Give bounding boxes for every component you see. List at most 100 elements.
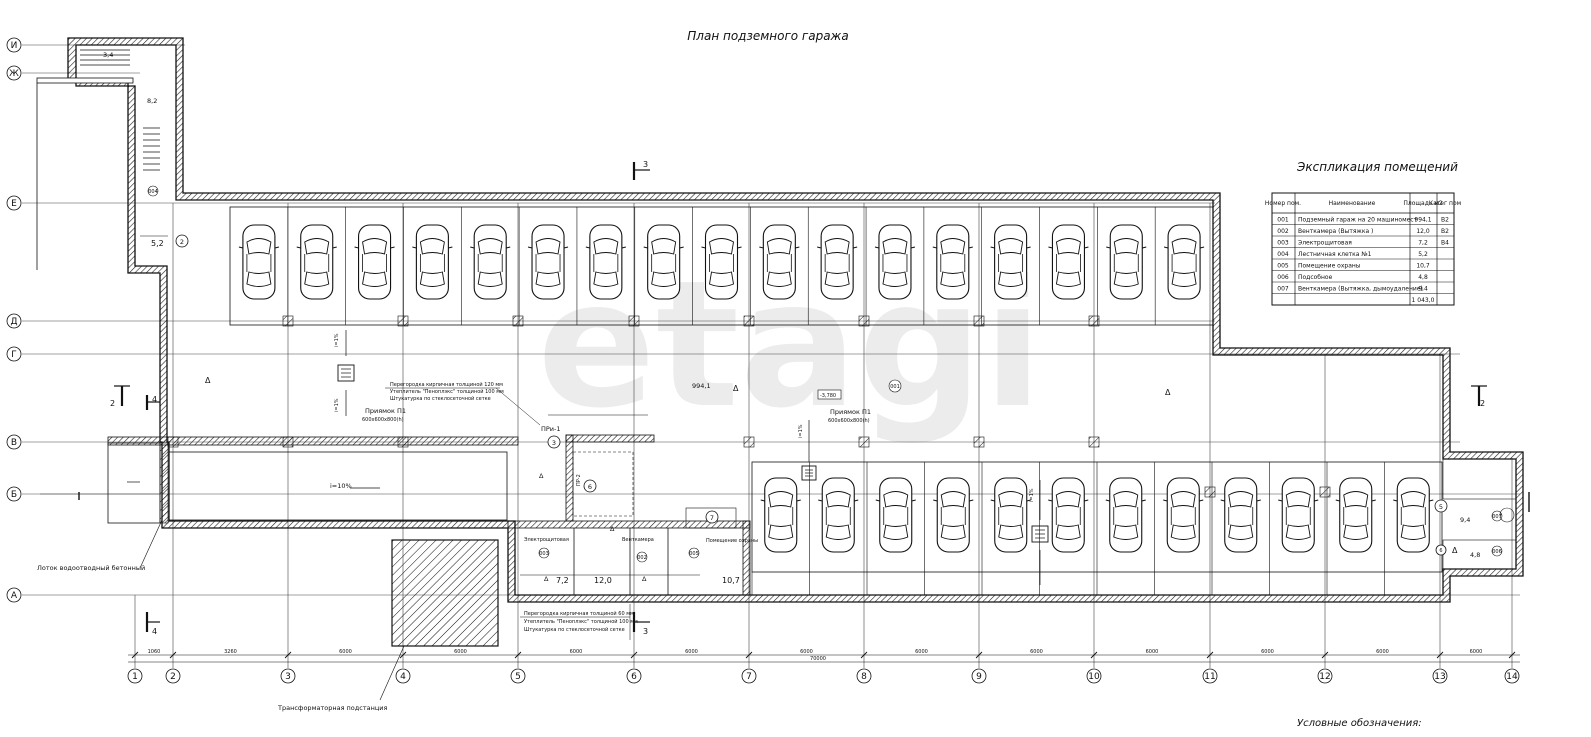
ramp-wall [107, 436, 519, 446]
car [932, 477, 974, 553]
dimension-label: 6000 [1376, 649, 1389, 655]
section-label: 2 [110, 399, 115, 408]
dimension-tick [630, 651, 638, 659]
table-cell-name: Венткамера (Вытяжка, дымоудаление) [1298, 286, 1423, 293]
section-label: 2 [1480, 399, 1485, 408]
area-001: 994,1 [692, 382, 711, 390]
car [1047, 224, 1089, 300]
table-cell-area: 9,4 [1418, 286, 1428, 293]
transformer-substation [391, 539, 499, 647]
dimension-tick [1508, 651, 1516, 659]
row-axis-label: И [11, 41, 18, 51]
room-tag-004: 004 [148, 189, 158, 195]
pit-2-size: 600х600х800(h) [828, 418, 870, 424]
legend-heading: Условные обозначения: [1297, 717, 1422, 729]
dimension-tick [975, 651, 983, 659]
car [990, 477, 1032, 553]
car [238, 224, 280, 300]
car [354, 224, 396, 300]
plan-title: План подземного гаража [687, 29, 848, 43]
table-cell-number: 004 [1277, 251, 1289, 258]
door-mark-7: 7 [710, 514, 714, 522]
dimension-tick [860, 651, 868, 659]
area-stair-width: 3,4 [103, 51, 113, 59]
door-mark-5: 5 [1439, 503, 1443, 511]
dimension-label: 6000 [1470, 649, 1483, 655]
triangle-mark: Δ [642, 575, 647, 583]
room-tag-002: 002 [637, 555, 647, 561]
dimension-total: 70000 [810, 656, 826, 662]
column-axis-label: 8 [861, 672, 867, 682]
car [1105, 477, 1147, 553]
table-cell-number: 002 [1277, 228, 1289, 235]
service-rooms [507, 434, 751, 596]
note-line: Утеплитель "Пеноплэкс" толщиной 100 мм [390, 388, 504, 395]
section-label: 3 [643, 627, 648, 636]
area-004: 5,2 [151, 239, 164, 248]
section-label: 4 [152, 395, 157, 404]
transformer-label: Трансформаторная подстанция [277, 704, 388, 712]
dimension-label: 6000 [800, 649, 813, 655]
column-axis-label: 5 [515, 672, 521, 682]
row-axis-label: Г [11, 350, 17, 360]
column-axis-label: 6 [631, 672, 637, 682]
explication-title: Экспликация помещений [1296, 160, 1458, 174]
slope-label: i=1% [798, 424, 804, 438]
car [1220, 477, 1262, 553]
table-cell-area: 10,7 [1416, 263, 1430, 270]
area-002: 12,0 [594, 576, 612, 585]
section-label: 4 [152, 627, 157, 636]
car [1277, 477, 1319, 553]
slope-label: i=1% [1029, 488, 1035, 502]
row-axes [22, 44, 1520, 596]
note-line: Штукатурка по стеклосеточной сетке [390, 395, 491, 402]
triangle-mark: Δ [205, 376, 211, 385]
dimension-label: 1060 [148, 649, 161, 655]
section-label: 3 [643, 160, 648, 169]
pri2-label: ПР-2 [576, 474, 582, 486]
table-cell-area: 4,8 [1418, 274, 1428, 281]
car [817, 477, 859, 553]
row-axis-label: А [11, 591, 18, 601]
table-cell-name: Подземный гараж на 20 машиномест [1298, 217, 1418, 224]
parking-zone-top [229, 206, 1214, 326]
car [1105, 224, 1147, 300]
dimension-label: 6000 [570, 649, 583, 655]
table-cell-area: 12,0 [1416, 228, 1430, 235]
dimension-label: 3260 [224, 649, 237, 655]
dimension-label: 6000 [1261, 649, 1274, 655]
dimension-label: 6000 [1030, 649, 1043, 655]
table-header-category: Катег пом [1429, 200, 1461, 207]
column-axis-label: 4 [400, 672, 406, 682]
table-header-area: Площадь м2 [1403, 200, 1442, 207]
car [643, 224, 685, 300]
column-axis-label: 14 [1506, 672, 1518, 682]
table-cell-name: Электрощитовая [1298, 240, 1352, 247]
room-tag-007: 007 [1492, 514, 1502, 520]
columns-top [282, 315, 1100, 327]
dimension-label: 6000 [1146, 649, 1159, 655]
ramp-slope: i=10% [330, 482, 352, 490]
car [816, 224, 858, 300]
row-axis-label: Е [11, 199, 17, 209]
dimension-tick [1090, 651, 1098, 659]
car [758, 224, 800, 300]
dimension-tick [131, 651, 139, 659]
room-vent-label: Венткамера [622, 537, 654, 543]
table-cell-area: 994,1 [1414, 217, 1431, 224]
area-006: 4,8 [1470, 551, 1480, 559]
car [1392, 477, 1434, 553]
table-cell-category: В4 [1441, 240, 1449, 247]
pit-2-label: Приямок П1 [830, 408, 871, 416]
ramp [168, 451, 508, 521]
car [1335, 477, 1377, 553]
pit-1-label: Приямок П1 [365, 407, 406, 415]
dimension-tick [1321, 651, 1329, 659]
car [296, 224, 338, 300]
car [1163, 224, 1205, 300]
triangle-mark: Δ [733, 384, 739, 393]
table-cell-number: 001 [1277, 217, 1289, 224]
column-axis-label: 11 [1204, 672, 1215, 682]
